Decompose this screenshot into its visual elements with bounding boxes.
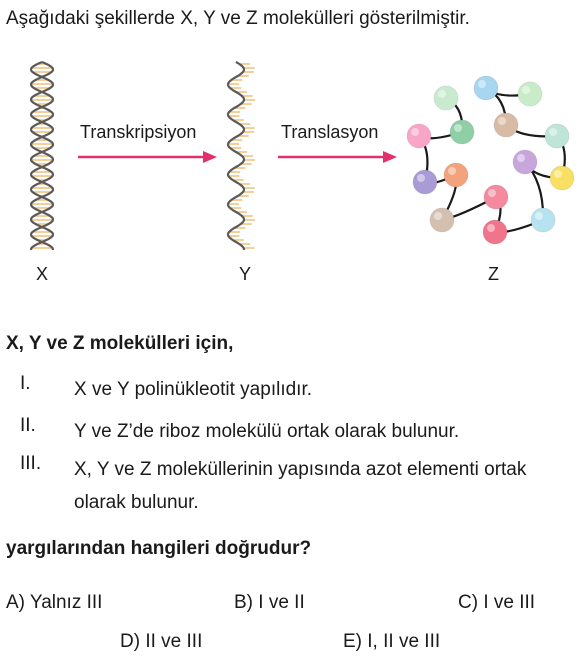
translation-label: Translasyon <box>281 122 379 142</box>
statement-number: I. <box>20 373 31 394</box>
question-stem: X, Y ve Z molekülleri için, <box>6 333 234 354</box>
question-intro: Aşağıdaki şekillerde X, Y ve Z molekülle… <box>6 8 470 29</box>
statement-text: X ve Y polinükleotit yapılıdır. <box>74 379 313 400</box>
molecule-x-label: X <box>36 264 49 284</box>
option-b[interactable]: B) I ve II <box>234 592 305 613</box>
question-prompt: yargılarından hangileri doğrudur? <box>6 538 312 559</box>
transcription-label: Transkripsiyon <box>80 122 197 142</box>
molecule-figure: Transkripsiyon Translasyon X Y Z <box>0 50 583 300</box>
molecule-diagram <box>30 60 575 250</box>
option-e[interactable]: E) I, II ve III <box>343 631 441 652</box>
option-c[interactable]: C) I ve III <box>458 592 536 613</box>
dna-double-helix-x <box>30 60 54 250</box>
statement-text: X, Y ve Z moleküllerinin yapısında azot … <box>74 459 527 513</box>
statement-number: III. <box>20 453 42 474</box>
rna-single-strand-y <box>226 61 255 250</box>
option-a[interactable]: A) Yalnız III <box>6 592 103 613</box>
transcription-arrow <box>78 151 217 163</box>
statement-text: Y ve Z’de riboz molekülü ortak olarak bu… <box>74 421 460 442</box>
translation-arrow <box>278 151 397 163</box>
option-d[interactable]: D) II ve III <box>120 631 203 652</box>
molecule-z-label: Z <box>488 264 499 284</box>
statement-number: II. <box>20 415 36 436</box>
molecule-y-label: Y <box>239 264 252 284</box>
protein-chain-z <box>406 75 575 245</box>
